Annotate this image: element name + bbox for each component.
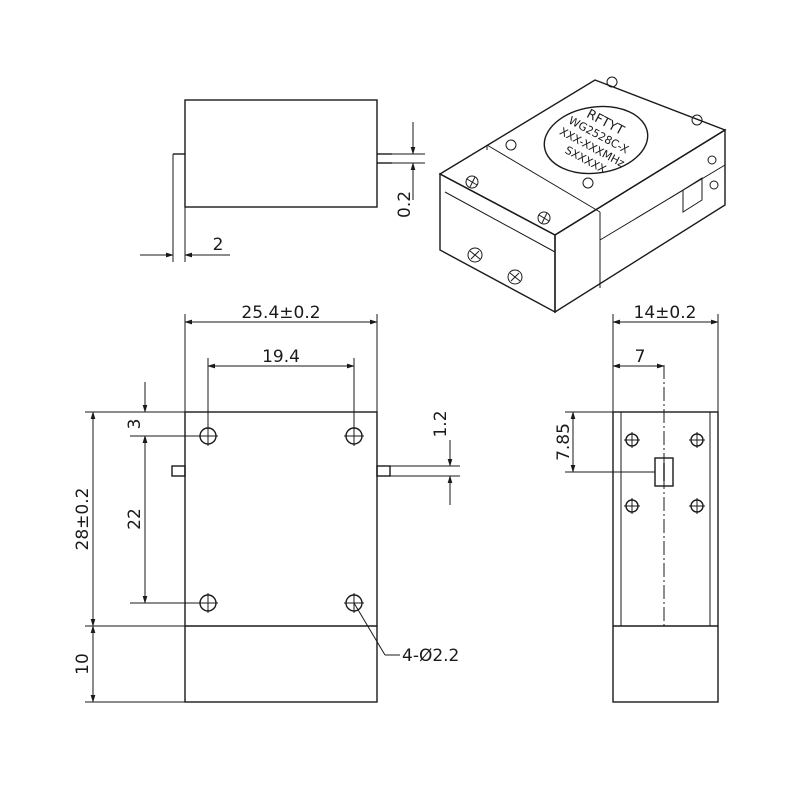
dim-depth: 14±0.2: [634, 303, 697, 323]
dim-port-center-x: 7: [635, 347, 646, 367]
screw-icon: [537, 211, 551, 225]
dim-hole-offset-top: 3: [125, 419, 145, 430]
screw-icon: [467, 247, 483, 263]
dim-length: 28±0.2: [73, 488, 93, 551]
screw-icon: [465, 175, 479, 189]
front-view: 25.4±0.2 19.4 28±0.2 10 3 22 1.2 4-: [73, 303, 460, 703]
screw-icon: [507, 269, 523, 285]
side-view: 2 0.2: [140, 99, 425, 262]
mounting-hole-icon: [624, 432, 640, 448]
mounting-hole-icon: [689, 432, 705, 448]
mounting-hole-icon: [624, 498, 640, 514]
dim-holes-callout: 4-Ø2.2: [402, 646, 459, 666]
dim-port-center-y: 7.85: [554, 423, 574, 461]
isometric-view: RFTYT WG2528C-X XXX-XXXMHz SXXXXX: [438, 76, 727, 314]
dim-base: 10: [73, 653, 93, 675]
dim-width: 25.4±0.2: [241, 303, 320, 323]
dim-port-thickness: 1.2: [431, 410, 451, 437]
mounting-hole-icon: [689, 498, 705, 514]
dim-hole-spacing-y: 22: [125, 508, 145, 530]
dim-side-length: 2: [213, 235, 224, 255]
dim-side-height: 0.2: [395, 191, 415, 218]
end-view: 14±0.2 7 7.85: [554, 303, 719, 703]
dim-hole-spacing-x: 19.4: [262, 347, 300, 367]
